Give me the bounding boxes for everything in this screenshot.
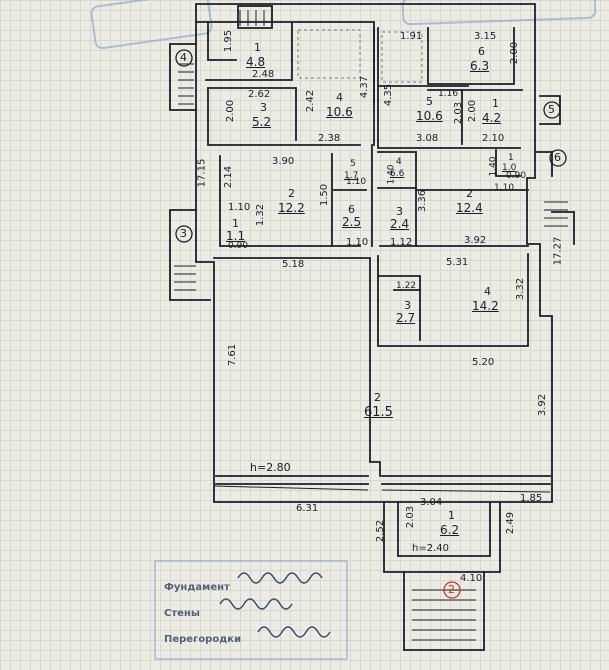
entrance-label: 6 [554, 151, 561, 164]
dimension-label: 0.90 [228, 241, 249, 251]
room-area: 10.6 [416, 109, 443, 123]
dimension-label: h=2.80 [250, 461, 291, 474]
dimension-label: 2.42 [305, 89, 317, 113]
dimension-label: 1.10 [346, 177, 367, 187]
dimension-label: 2.49 [505, 511, 517, 535]
foundation-label: Фундамент [164, 582, 230, 593]
entrance-label: 3 [180, 227, 187, 240]
dimension-label: 7.61 [227, 343, 239, 367]
room-number: 4 [396, 157, 402, 167]
entrance-label: 2 [448, 583, 455, 596]
room-area: 5.2 [252, 115, 272, 129]
room-area: 2.4 [390, 217, 410, 231]
dimension-label: 2.52 [375, 519, 387, 543]
dimension-label: 1.95 [223, 29, 235, 53]
partitions-label: Перегородки [164, 634, 242, 645]
dimension-label: 1.40 [386, 164, 397, 185]
room-area: 6.2 [440, 523, 460, 537]
room-area: 12.2 [278, 201, 305, 215]
room-number: 5 [426, 95, 433, 108]
dimension-label: 3.90 [272, 156, 295, 167]
dimension-label: 1.91 [400, 31, 423, 42]
walls-label: Стены [164, 608, 200, 619]
dimension-label: h=2.40 [412, 543, 449, 554]
dimension-label: 1.10 [494, 183, 515, 193]
dimension-label: 2.10 [482, 133, 505, 144]
dimension-label: 2.00 [467, 99, 479, 123]
room-number: 1 [448, 509, 455, 522]
room-number: 5 [350, 159, 356, 169]
room-number: 2 [466, 187, 473, 200]
room-number: 1 [232, 217, 239, 230]
room-number: 3 [260, 101, 267, 114]
dimension-label: 5.18 [282, 259, 305, 270]
entrance-label: 4 [180, 51, 187, 64]
room-number: 1 [254, 41, 261, 54]
dimension-label: 17.27 [552, 236, 564, 266]
room-area: 12.4 [456, 201, 483, 215]
dimension-label: 1.22 [396, 281, 417, 291]
room-number: 6 [478, 45, 485, 58]
dimension-label: 1.16 [438, 89, 459, 99]
room-area: 14.2 [472, 299, 499, 313]
dimension-label: 5.31 [446, 257, 469, 268]
room-area: 6.3 [470, 59, 490, 73]
dimension-label: 4.10 [460, 573, 483, 584]
dimension-label: 3.15 [474, 31, 497, 42]
dimension-label: 2.14 [223, 165, 235, 189]
room-number: 6 [348, 203, 355, 216]
dimension-label: 1.50 [319, 183, 331, 207]
dimension-label: 1.85 [520, 493, 543, 504]
dimension-label: 2.00 [225, 99, 237, 123]
room-area: 2.5 [342, 215, 362, 229]
dimension-label: 4.37 [359, 75, 371, 99]
dimension-label: 2.03 [405, 505, 417, 529]
room-number: 2 [288, 187, 295, 200]
room-number: 3 [396, 205, 403, 218]
legend-stamp [154, 560, 348, 660]
room-area: 1.7 [344, 171, 359, 181]
dimension-label: 2.38 [318, 133, 341, 144]
room-number: 1 [508, 153, 514, 163]
room-area: 2.7 [396, 311, 416, 325]
room-area: 4.2 [482, 111, 502, 125]
dimension-label: 2.48 [252, 69, 275, 80]
dimension-label: 1.10 [228, 202, 251, 213]
dimension-label: 3.08 [416, 133, 439, 144]
dimension-label: 2.03 [453, 101, 465, 125]
dimension-label: 3.32 [515, 277, 527, 301]
dimension-label: 1.40 [488, 156, 499, 177]
dimension-label: 3.92 [464, 235, 487, 246]
dimension-label: 3.04 [420, 497, 443, 508]
dimension-label: 3.92 [537, 393, 549, 417]
room-number: 3 [404, 299, 411, 312]
room-area: 6.6 [390, 169, 405, 179]
entrance-label: 5 [548, 103, 555, 116]
room-number: 4 [484, 285, 491, 298]
room-area: 4.8 [246, 55, 266, 69]
dimension-label: 17.15 [196, 158, 208, 188]
dimension-label: 1.12 [390, 237, 413, 248]
room-area: 10.6 [326, 105, 353, 119]
dimension-label: 5.20 [472, 357, 495, 368]
dimension-label: 1.10 [346, 237, 369, 248]
dimension-label: 4.35 [383, 83, 395, 107]
dimension-label: 2.62 [248, 89, 271, 100]
room-number: 2 [374, 391, 381, 404]
room-area: 1.1 [226, 229, 246, 243]
room-number: 4 [336, 91, 343, 104]
dimension-label: 0.90 [506, 171, 527, 181]
room-area: 1.0 [502, 163, 517, 173]
dimension-label: 1.32 [255, 203, 267, 227]
room-number: 1 [492, 97, 499, 110]
dimension-label: 6.31 [296, 503, 319, 514]
dimension-label: 2.00 [509, 41, 521, 65]
room-area: 61.5 [364, 405, 393, 420]
dimension-label: 3.36 [417, 189, 429, 213]
